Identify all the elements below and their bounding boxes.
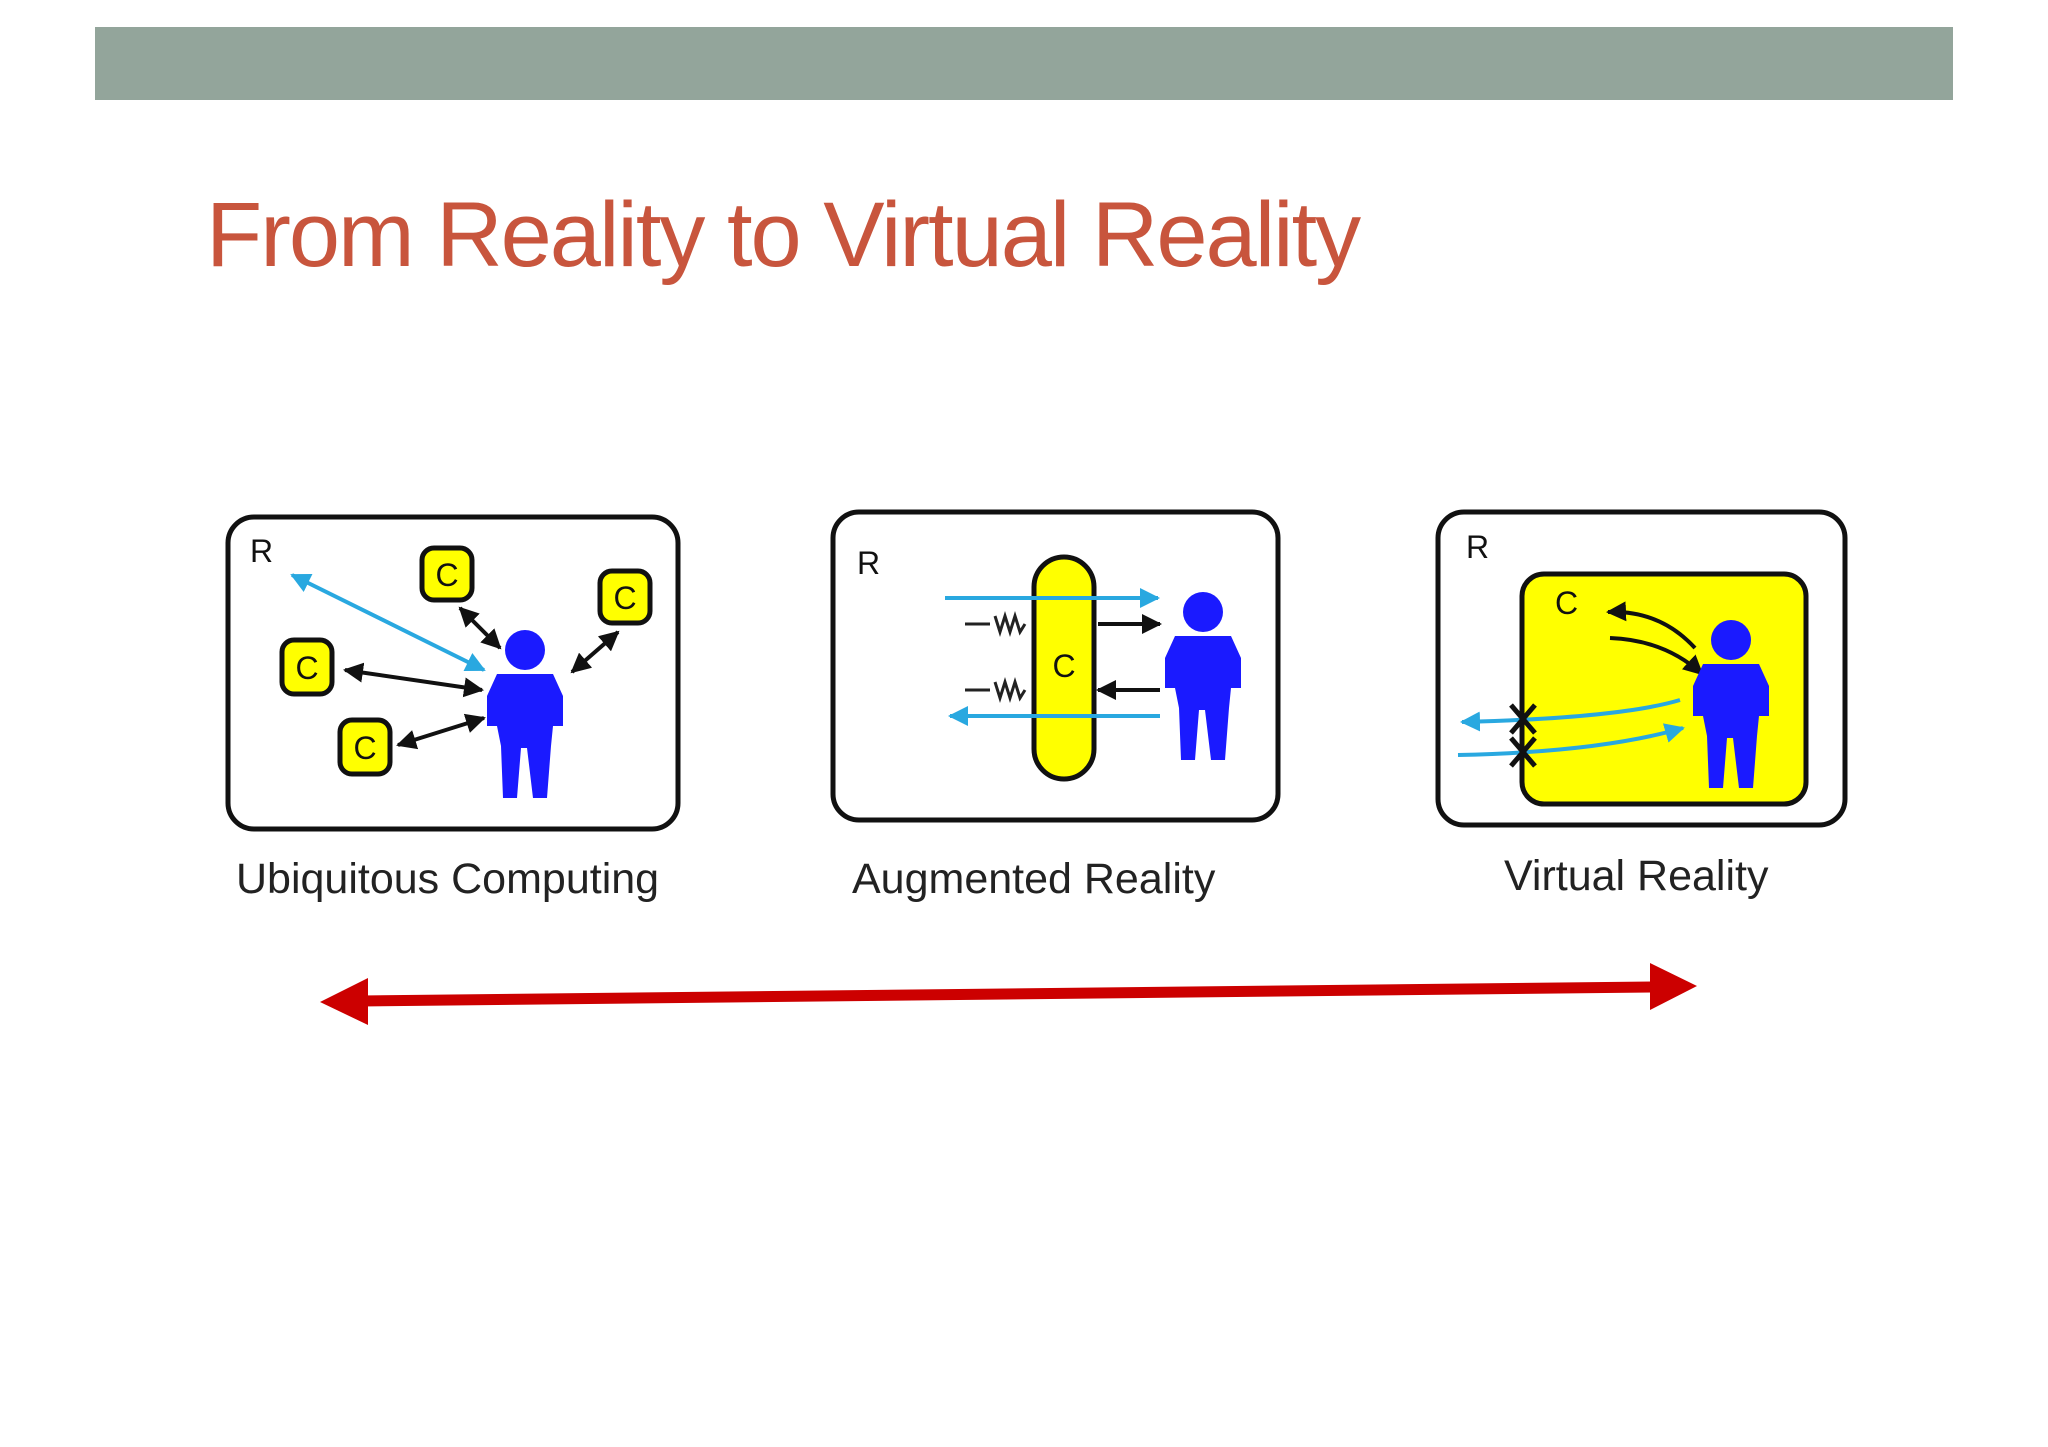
svg-text:C: C <box>435 557 458 593</box>
virtual-reality-panel: R C <box>1435 509 1848 828</box>
computer-interaction-arrow <box>396 713 486 750</box>
reality-label: R <box>1466 529 1489 565</box>
svg-text:C: C <box>613 580 636 616</box>
computer-node: C <box>279 637 335 697</box>
computer-interaction-arrow <box>458 606 502 650</box>
augmented-reality-caption: Augmented Reality <box>852 855 1216 903</box>
spectrum-arrow <box>320 963 1697 1025</box>
augmented-reality-panel: R C <box>830 509 1281 823</box>
svg-text:C: C <box>353 730 376 766</box>
reality-label: R <box>250 533 273 569</box>
computer-arrow <box>1609 636 1704 676</box>
computer-node: C <box>597 568 653 626</box>
slide-title: From Reality to Virtual Reality <box>206 184 1361 286</box>
blocked-signal <box>965 610 1027 638</box>
header-bar <box>95 27 1953 100</box>
ubiquitous-computing-panel: R C C C C <box>225 514 681 832</box>
blocked-signal <box>965 676 1027 704</box>
computer-interaction-arrow <box>343 662 484 698</box>
svg-text:C: C <box>295 650 318 686</box>
computer-layer <box>1031 554 1097 782</box>
blocked-reality-arrow <box>1460 698 1681 732</box>
block-x-mark <box>1509 703 1537 768</box>
computer-node: C <box>337 717 393 777</box>
virtual-reality-caption: Virtual Reality <box>1504 852 1769 900</box>
computer-label: C <box>1052 648 1075 684</box>
blocked-reality-arrow <box>1457 723 1685 757</box>
ubiquitous-computing-caption: Ubiquitous Computing <box>236 855 660 903</box>
computer-arrow <box>1606 601 1697 650</box>
reality-label: R <box>857 545 880 581</box>
reality-interaction-arrow <box>290 573 486 672</box>
computer-label: C <box>1555 585 1578 621</box>
computer-interaction-arrow <box>570 630 620 674</box>
computer-node: C <box>419 545 475 603</box>
